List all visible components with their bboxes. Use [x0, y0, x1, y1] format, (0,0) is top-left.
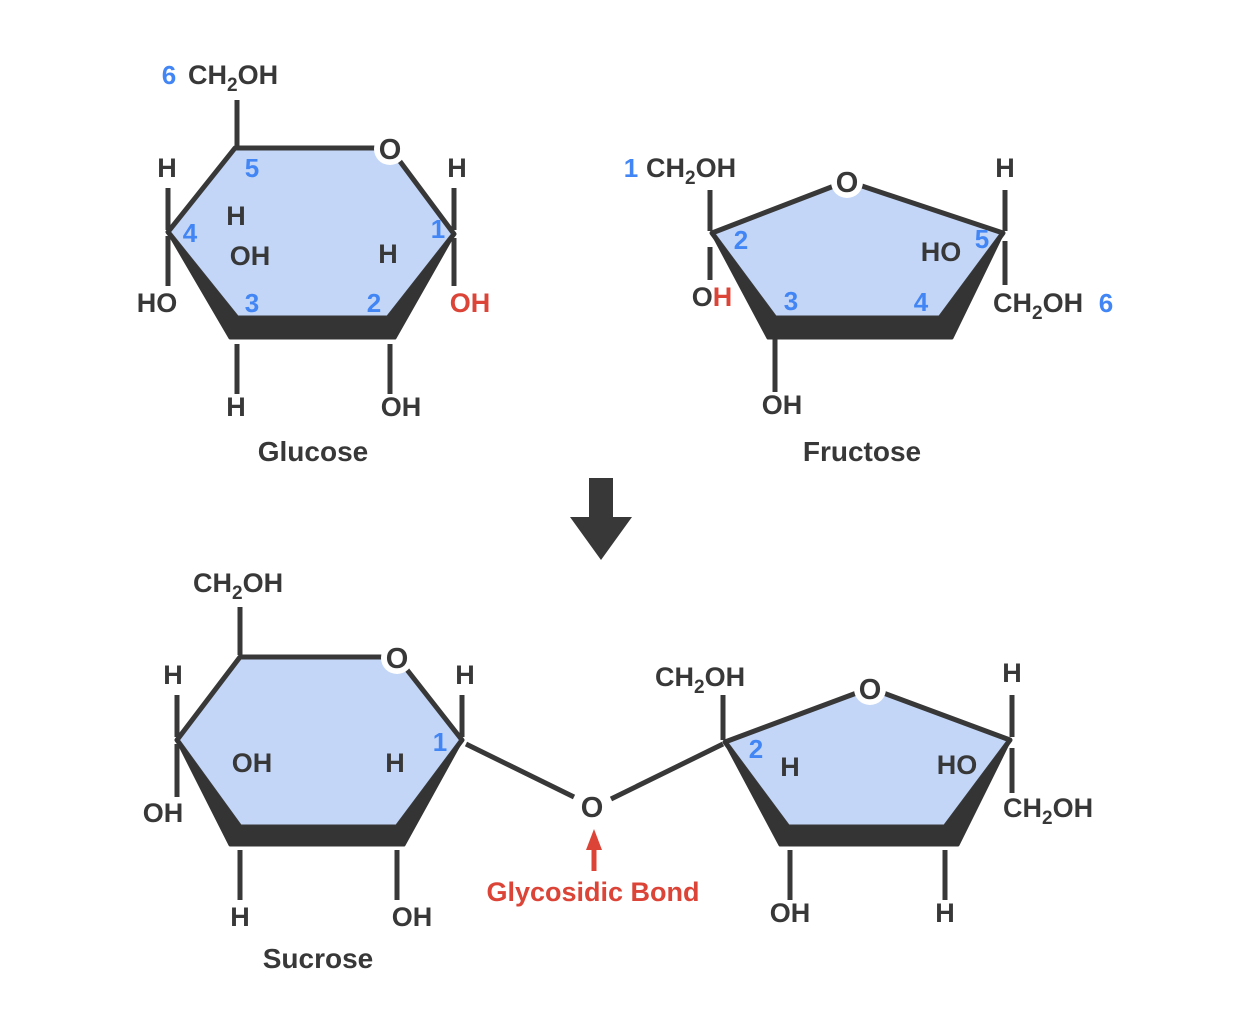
- sucrose-name: Sucrose: [263, 943, 374, 974]
- sucrose-glucose-c2-h-inner-label: H: [385, 748, 405, 778]
- glucose-carbon-number-5: 5: [245, 153, 259, 183]
- sucrose-glucose-ring-oxygen-label: O: [386, 643, 409, 675]
- glucose-carbon-number-6: 6: [162, 60, 176, 90]
- fructose-c1-formula: CH2OH: [646, 153, 736, 189]
- fructose-carbon-number-4: 4: [914, 287, 929, 317]
- glucose-c4-h-top-label: H: [157, 153, 177, 183]
- fructose-c5-h-top-label: H: [995, 153, 1015, 183]
- glucose-carbon-number-4: 4: [183, 218, 198, 248]
- fructose-c4-ho-label: HO: [921, 237, 962, 267]
- glucose-ring-oxygen-gap: [374, 133, 406, 165]
- glucose-c1-oh-red-label: OH: [450, 288, 491, 318]
- sucrose-fructose-c5-h-top-label: H: [1002, 658, 1022, 688]
- glucose-ring-front-edge: [166, 230, 456, 340]
- fructose-c6-formula: CH2OH: [993, 288, 1083, 324]
- sucrose-fructose-ring-oxygen-gap: [854, 673, 886, 705]
- fructose-ring-oxygen-label: O: [836, 167, 859, 199]
- fructose-carbon-number-6: 6: [1099, 288, 1113, 318]
- sucrose-fructose-ring-front-edge: [723, 738, 1012, 847]
- fructose-c3-oh-bottom-label: OH: [762, 390, 803, 420]
- fructose-carbon-number-5: 5: [975, 224, 989, 254]
- fructose-molecule: O 1 CH2OH 2 OH 3 4 HO 5 H CH2OH 6 OH Fru…: [624, 153, 1113, 467]
- sucrose-glucose-c4-oh-label: OH: [143, 798, 184, 828]
- sucrose-glucose-c2-oh-bottom-label: OH: [392, 902, 433, 932]
- fructose-name: Fructose: [803, 436, 921, 467]
- glycosidic-bond-label: Glycosidic Bond: [486, 877, 699, 907]
- sucrose-glucose-c3-h-bottom-label: H: [230, 902, 250, 932]
- glycosidic-oxygen-label: O: [581, 792, 604, 824]
- fructose-carbon-number-3: 3: [784, 286, 798, 316]
- sucrose-fructose-c4-h-bottom-label: H: [935, 898, 955, 928]
- glucose-c2-oh-bottom-label: OH: [381, 392, 422, 422]
- sucrose-fructose-unit: O CH2OH 2 H HO H CH2OH OH H: [609, 658, 1093, 928]
- sucrose-molecule: O CH2OH H OH OH H H 1 H OH Sucrose O Gly…: [143, 568, 1093, 974]
- sucrose-glucose-carbon-number-1: 1: [433, 727, 447, 757]
- fructose-ring-front-edge: [710, 231, 1005, 340]
- glucose-c3-oh-inner-label: OH: [230, 241, 271, 271]
- glucose-name: Glucose: [258, 436, 368, 467]
- glycosidic-bond-annotation: O Glycosidic Bond: [486, 792, 699, 907]
- sucrose-glucose-ring-oxygen-gap: [381, 642, 413, 674]
- glucose-carbon-number-3: 3: [245, 288, 259, 318]
- glucose-c4-ho-label: HO: [137, 288, 178, 318]
- sucrose-glucose-c4-h-top-label: H: [163, 660, 183, 690]
- glycosidic-pointer-arrow-head: [586, 829, 602, 850]
- glucose-c3-h-bottom-label: H: [226, 392, 246, 422]
- glucose-carbon-number-2: 2: [367, 288, 381, 318]
- sucrose-glucose-c6-formula: CH2OH: [193, 568, 283, 604]
- sucrose-fructose-c4-ho-label: HO: [937, 750, 978, 780]
- bond-glycosidic-right: [609, 741, 725, 802]
- sucrose-fructose-c1-formula: CH2OH: [655, 662, 745, 698]
- bond-glycosidic-left: [464, 741, 576, 800]
- fructose-carbon-number-2: 2: [734, 225, 748, 255]
- fructose-ring-oxygen-gap: [831, 166, 863, 198]
- sucrose-fructose-c6-formula: CH2OH: [1003, 793, 1093, 829]
- sucrose-glucose-c3-oh-inner-label: OH: [232, 748, 273, 778]
- glucose-c5-h-label: H: [226, 201, 246, 231]
- sucrose-glucose-c1-h-top-label: H: [455, 660, 475, 690]
- sucrose-fructose-c3-oh-bottom-label: OH: [770, 898, 811, 928]
- glucose-carbon-number-1: 1: [431, 214, 445, 244]
- sucrose-fructose-ring-oxygen-label: O: [859, 674, 882, 706]
- reaction-arrow-icon: [570, 478, 632, 560]
- glucose-c1-h-top-label: H: [447, 153, 467, 183]
- glucose-c6-formula: CH2OH: [188, 60, 278, 96]
- sucrose-glucose-unit: O CH2OH H OH OH H H 1 H OH Sucrose: [143, 568, 576, 974]
- glucose-ring-oxygen-label: O: [379, 134, 402, 166]
- fructose-carbon-number-1: 1: [624, 153, 638, 183]
- sucrose-fructose-c3-h-inner-label: H: [780, 752, 800, 782]
- fructose-c2-oh-label: OH: [692, 282, 733, 312]
- sucrose-glucose-ring-front-edge: [175, 738, 464, 847]
- glucose-molecule: O 6 CH2OH H 4 HO 5 H OH 3 H 1 OH H 2 H O…: [137, 60, 491, 467]
- glucose-c2-h-inner-label: H: [378, 239, 398, 269]
- sucrose-fructose-carbon-number-2: 2: [749, 734, 763, 764]
